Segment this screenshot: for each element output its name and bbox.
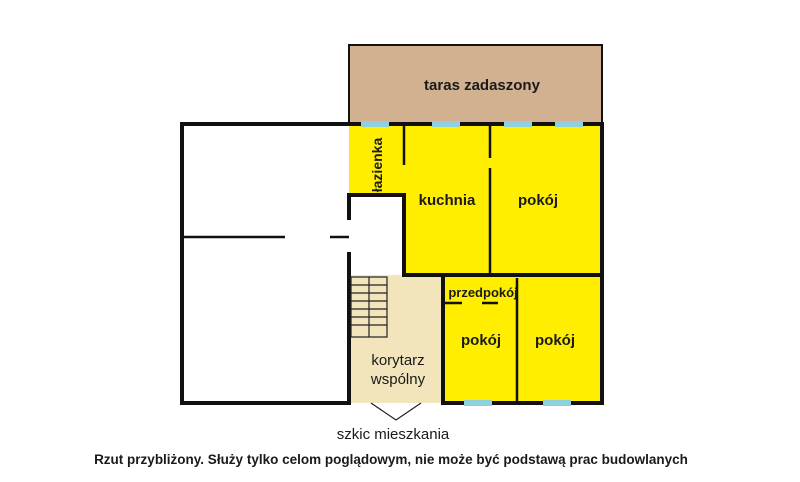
- plan-title: szkic mieszkania: [337, 426, 450, 443]
- staircase: [350, 276, 388, 338]
- kitchen-label: kuchnia: [419, 192, 476, 209]
- bathroom-label: łazienka: [369, 138, 385, 193]
- windows: [361, 121, 583, 406]
- walls: [180, 122, 604, 405]
- shared-corridor-area: [349, 275, 443, 403]
- apartment-area: [349, 124, 602, 403]
- terrace-area: [348, 44, 603, 125]
- terrace-label: taras zadaszony: [424, 77, 541, 94]
- entrance-marker: [370, 402, 422, 421]
- corridor-label-line1: korytarz: [371, 352, 424, 369]
- disclaimer-text: Rzut przybliżony. Służy tylko celom pogl…: [94, 452, 688, 467]
- interior-walls: [182, 124, 519, 403]
- hallway-label: przedpokój: [448, 285, 517, 300]
- room-top-label: pokój: [518, 192, 558, 209]
- corridor-label-line2: wspólny: [370, 371, 426, 388]
- room-bottom-right-label: pokój: [535, 332, 575, 349]
- room-bottom-left-label: pokój: [461, 332, 501, 349]
